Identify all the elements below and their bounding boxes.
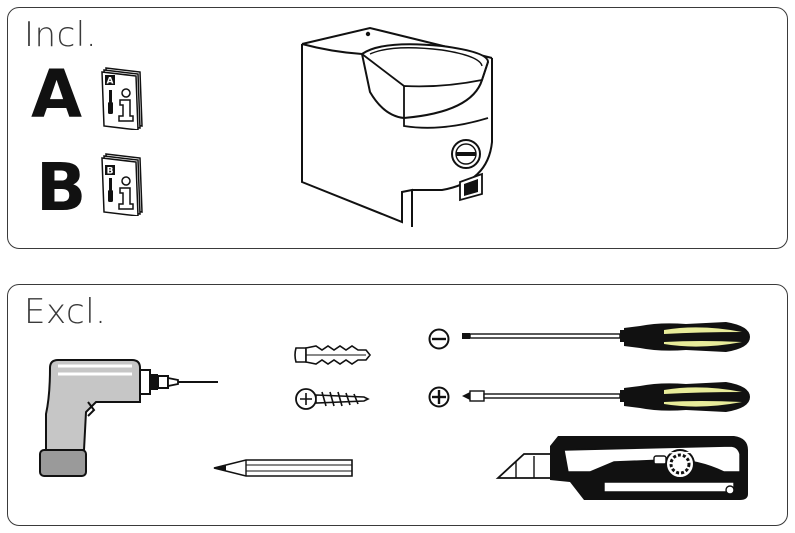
phillips-screwdriver-icon xyxy=(462,382,750,412)
manual-a-tag-text: A xyxy=(107,77,114,87)
slotted-symbol-icon xyxy=(428,328,450,350)
included-items-panel: Incl. xyxy=(7,7,788,249)
included-title: Incl. xyxy=(24,15,98,55)
wall-holder-product-illustration xyxy=(301,26,493,227)
utility-knife-icon xyxy=(495,436,748,500)
manual-b-booklet-icon: B xyxy=(101,153,143,216)
phillips-symbol-icon xyxy=(428,386,450,408)
pencil-icon xyxy=(213,459,353,477)
excluded-title: Excl. xyxy=(24,292,107,332)
screw-icon xyxy=(295,388,370,410)
excluded-items-panel: Excl. xyxy=(7,284,788,526)
flathead-screwdriver-icon xyxy=(462,322,750,352)
power-drill-icon xyxy=(39,359,218,477)
manual-b-tag-text: B xyxy=(107,167,114,177)
manual-b-letter: B xyxy=(36,149,87,226)
manual-a-letter: A xyxy=(31,56,83,133)
manual-a-booklet-icon: A xyxy=(101,67,143,130)
wall-plug-icon xyxy=(294,345,372,365)
